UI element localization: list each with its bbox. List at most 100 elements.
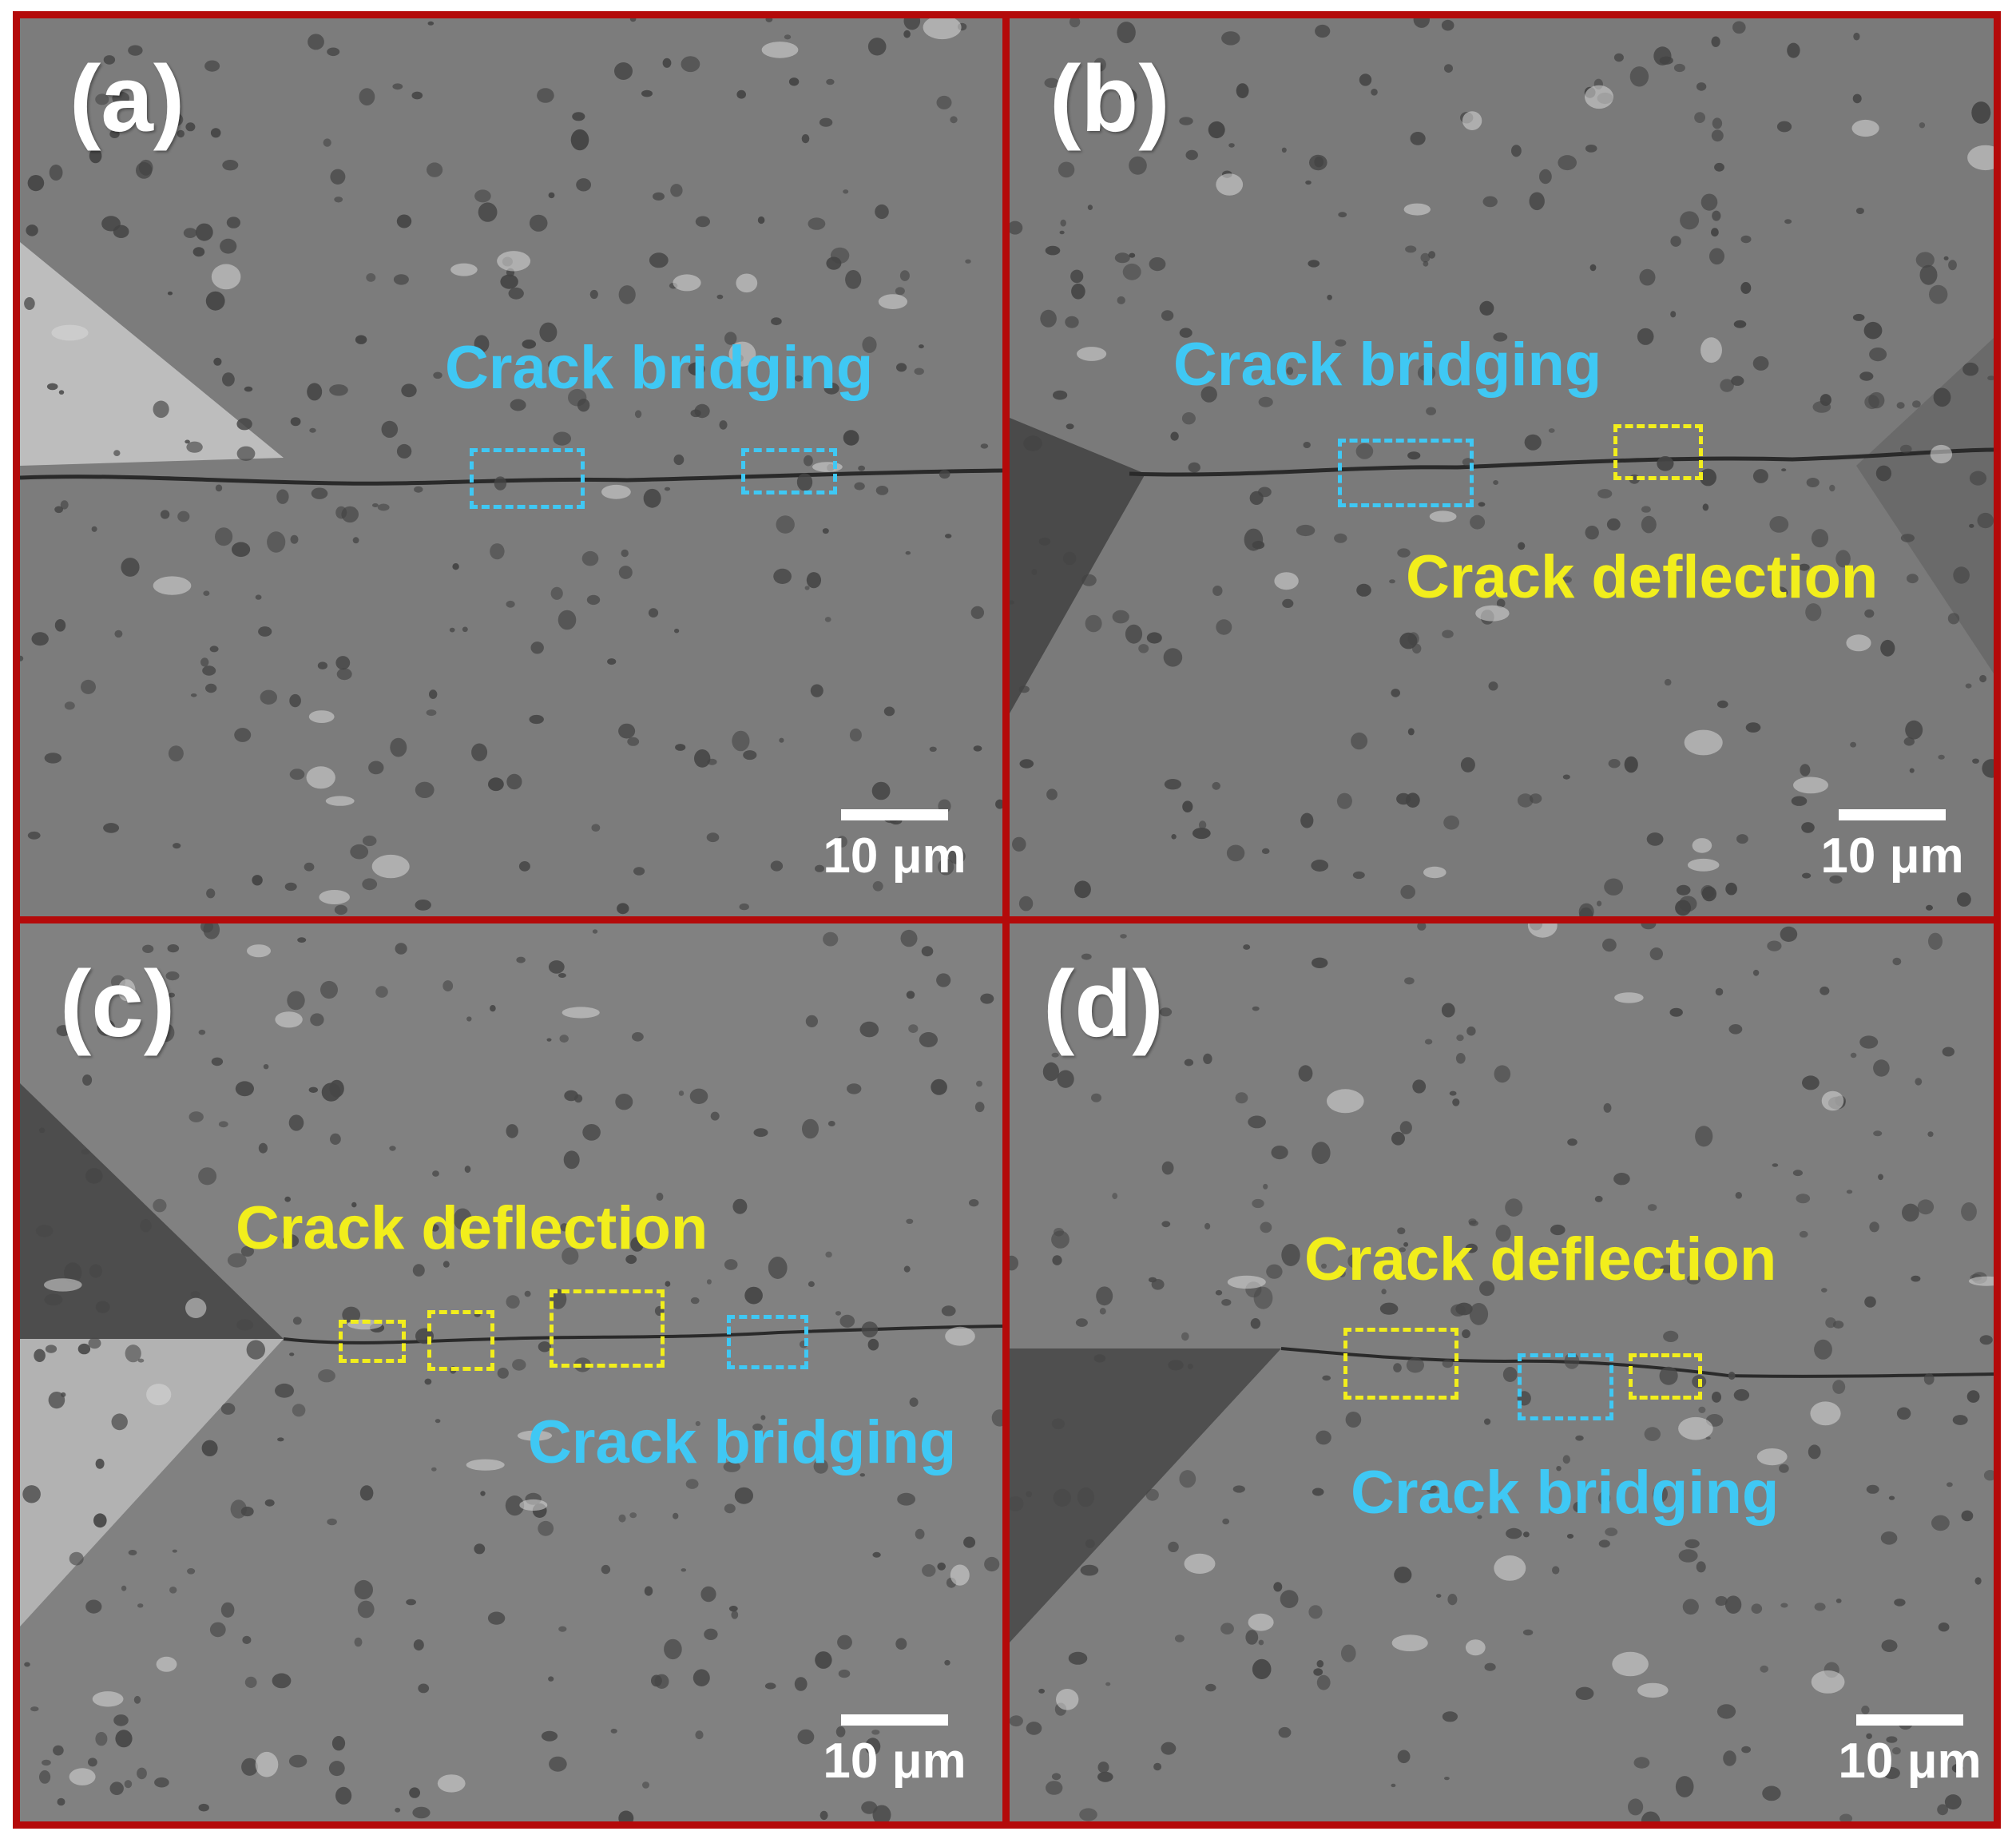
pore: [236, 1319, 254, 1331]
pore: [1594, 1195, 1603, 1202]
pore: [335, 656, 351, 670]
surface-particle: [51, 324, 89, 341]
pore: [1066, 423, 1074, 430]
pore: [508, 287, 524, 300]
pore: [1850, 741, 1856, 748]
bridging-box: [727, 1315, 808, 1369]
pore: [835, 1726, 846, 1738]
pore: [760, 1415, 766, 1420]
pore: [1556, 1466, 1562, 1472]
pore: [538, 1341, 551, 1352]
pore: [1715, 1595, 1728, 1607]
pore: [1798, 563, 1810, 571]
surface-particle: [1429, 510, 1457, 522]
pore: [734, 1487, 754, 1504]
pore: [427, 21, 435, 26]
pore: [264, 1499, 275, 1507]
pore: [1407, 451, 1421, 460]
pore: [1604, 878, 1623, 896]
pore: [1469, 1220, 1478, 1226]
pore: [1919, 264, 1938, 285]
pore: [1391, 1783, 1396, 1788]
pore: [1220, 1623, 1234, 1634]
pore: [320, 980, 338, 999]
pore: [1977, 512, 1994, 529]
pore: [1449, 1090, 1457, 1096]
pore: [355, 335, 367, 344]
pore: [1892, 1747, 1901, 1755]
pore: [1148, 1277, 1157, 1283]
pore: [1187, 1363, 1193, 1370]
pore: [648, 608, 659, 618]
pore: [643, 488, 661, 508]
scale-bar: 10 μm: [1820, 809, 1964, 881]
pore: [1356, 583, 1371, 597]
pore: [153, 400, 169, 419]
surface-particle: [146, 1384, 172, 1406]
pore: [1670, 311, 1677, 318]
pore: [1974, 1577, 1982, 1585]
surface-particle: [211, 264, 241, 290]
pore: [1470, 514, 1486, 530]
pore: [1649, 947, 1663, 960]
pore: [480, 1491, 486, 1496]
sem-micrograph-d: [1010, 923, 1994, 1821]
pore: [909, 1397, 919, 1407]
pore: [1316, 1660, 1324, 1668]
pore: [537, 88, 554, 103]
pore: [1733, 320, 1747, 328]
pore: [297, 937, 307, 943]
pore: [1915, 252, 1935, 268]
pore: [1971, 101, 1991, 124]
surface-particle: [1403, 203, 1431, 216]
pore: [1702, 503, 1709, 511]
pore: [471, 743, 488, 761]
pore: [311, 487, 328, 499]
pore: [1389, 579, 1395, 584]
pore: [673, 454, 685, 466]
pore: [1552, 1566, 1560, 1575]
pore: [1957, 892, 1971, 907]
pore: [1714, 162, 1724, 172]
pore: [89, 1264, 102, 1278]
pore: [1046, 1781, 1063, 1795]
pore: [1695, 1126, 1713, 1147]
pore: [85, 1599, 102, 1614]
pore: [1351, 732, 1368, 750]
surface-particle: [156, 1656, 177, 1672]
pore: [252, 875, 263, 886]
pore: [288, 1114, 304, 1131]
pore: [1010, 1715, 1023, 1727]
pore: [1880, 639, 1895, 657]
pore: [95, 1458, 105, 1469]
pore: [685, 1479, 699, 1489]
pore: [1511, 145, 1522, 157]
pore: [1776, 121, 1792, 133]
pore: [1875, 465, 1891, 482]
pore: [1069, 18, 1081, 28]
pore: [900, 929, 918, 947]
pore: [177, 129, 185, 138]
pore: [1808, 1444, 1821, 1460]
pore: [412, 1264, 425, 1277]
pore: [872, 1805, 891, 1821]
pore: [1334, 533, 1347, 543]
pore: [827, 1121, 835, 1126]
pore: [824, 617, 831, 622]
pore: [290, 534, 299, 544]
pore: [1801, 822, 1815, 833]
pore: [1174, 1634, 1185, 1642]
pore: [1221, 31, 1240, 46]
pore: [1145, 1488, 1159, 1501]
pore: [948, 848, 966, 864]
pore: [1731, 375, 1744, 386]
pore: [1281, 1244, 1300, 1266]
pore: [1769, 516, 1789, 533]
pore: [1725, 882, 1737, 896]
surface-particle: [44, 1278, 82, 1292]
surface-particle: [153, 576, 192, 595]
pore: [172, 1549, 177, 1553]
pore: [236, 446, 256, 461]
pore: [133, 1695, 141, 1704]
pore: [558, 973, 566, 978]
